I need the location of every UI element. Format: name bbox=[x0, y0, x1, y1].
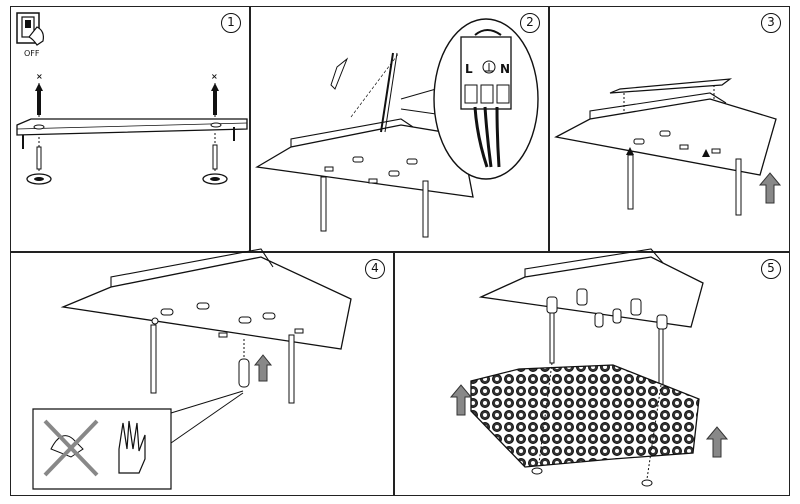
panel-step-3: 3 bbox=[549, 6, 790, 252]
crystal-shade-install-illustration bbox=[449, 248, 729, 487]
panel-step-5: 5 bbox=[394, 248, 790, 496]
power-switch-icon bbox=[16, 12, 44, 46]
step-number-3: 3 bbox=[761, 13, 781, 33]
svg-text:×: × bbox=[211, 72, 218, 81]
panel-step-2: 2 bbox=[250, 6, 549, 252]
step-number-5: 5 bbox=[761, 259, 781, 279]
switch-off-label: OFF bbox=[24, 49, 40, 58]
mounting-bracket-illustration: × × bbox=[16, 12, 248, 185]
step-number-2: 2 bbox=[520, 13, 540, 33]
bulb-install-illustration bbox=[32, 248, 352, 490]
step-number-1: 1 bbox=[221, 13, 241, 33]
step-number-4: 4 bbox=[365, 259, 385, 279]
panel-step-1: 1 × × bbox=[10, 6, 250, 252]
panel-step-4: 4 bbox=[10, 248, 394, 496]
canopy-mounting-illustration bbox=[554, 78, 782, 216]
wiring-illustration: L N bbox=[255, 18, 539, 238]
svg-text:×: × bbox=[36, 72, 43, 81]
terminal-label-live: L bbox=[465, 62, 473, 76]
terminal-label-neutral: N bbox=[500, 62, 510, 76]
